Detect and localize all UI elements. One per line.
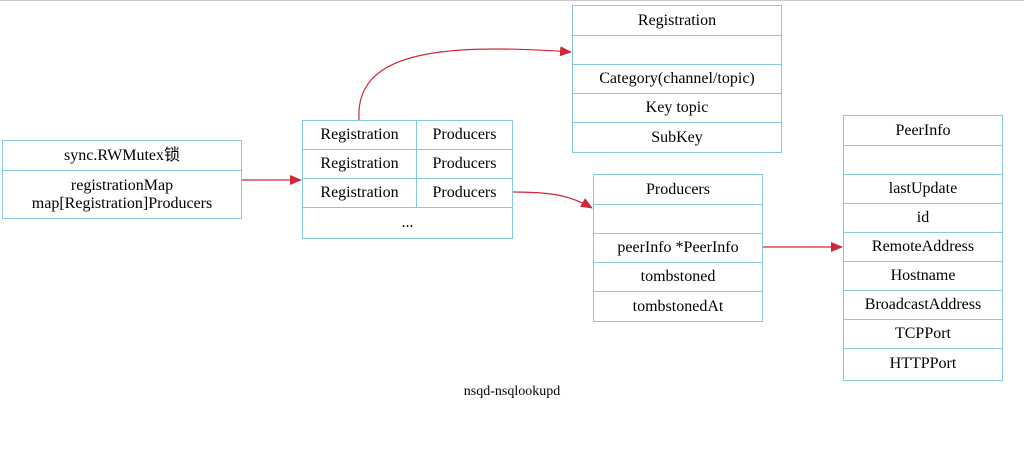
map-row-key: Registration [320,184,399,201]
map-row: Registration Producers [303,150,512,179]
top-border-line [0,0,1024,1]
arrow-map-value-to-producers [512,191,593,209]
producers-title: Producers [594,175,762,205]
peerinfo-field: RemoteAddress [844,233,1002,262]
mutex-title: sync.RWMutex锁 [3,141,241,171]
map-row-key: Registration [320,126,399,143]
mutex-field-line2: map[Registration]Producers [31,195,213,212]
producers-field: tombstonedAt [632,297,724,315]
peerinfo-field: BroadcastAddress [844,291,1002,320]
registration-title: Registration [573,6,781,36]
peerinfo-field: id [844,204,1002,233]
peerinfo-field: Hostname [844,262,1002,291]
map-row-value: Producers [416,150,512,178]
map-row-value: Producers [416,179,512,207]
diagram-caption: nsqd-nsqlookupd [463,384,561,399]
peerinfo-field [844,146,1002,175]
producers-field: peerInfo *PeerInfo [594,234,762,263]
peerinfo-struct-box: PeerInfo lastUpdate id RemoteAddress Hos… [843,115,1003,381]
producers-field [594,205,762,234]
arrow-map-key-to-registration [358,46,572,121]
registration-field: Category(channel/topic) [573,65,781,94]
mutex-field: registrationMap map[Registration]Produce… [3,171,241,219]
registration-field: Key topic [573,94,781,123]
peerinfo-field: lastUpdate [844,175,1002,204]
mutex-box: sync.RWMutex锁 registrationMap map[Regist… [2,140,242,219]
producers-struct-box: Producers peerInfo *PeerInfo tombstoned … [593,174,763,322]
peerinfo-title: PeerInfo [844,116,1002,146]
map-ellipsis-row: ... [401,214,414,231]
registration-map-table: Registration Producers Registration Prod… [302,120,513,239]
registration-field: SubKey [651,128,703,146]
map-row-key: Registration [320,155,399,172]
registration-struct-box: Registration Category(channel/topic) Key… [572,5,782,153]
map-row: Registration Producers [303,121,512,150]
map-row: Registration Producers [303,179,512,208]
registration-field [573,36,781,65]
producers-field: tombstoned [594,263,762,292]
peerinfo-field: HTTPPort [889,354,957,372]
map-row-value: Producers [416,121,512,149]
peerinfo-field: TCPPort [844,320,1002,349]
mutex-field-line1: registrationMap [70,177,174,194]
